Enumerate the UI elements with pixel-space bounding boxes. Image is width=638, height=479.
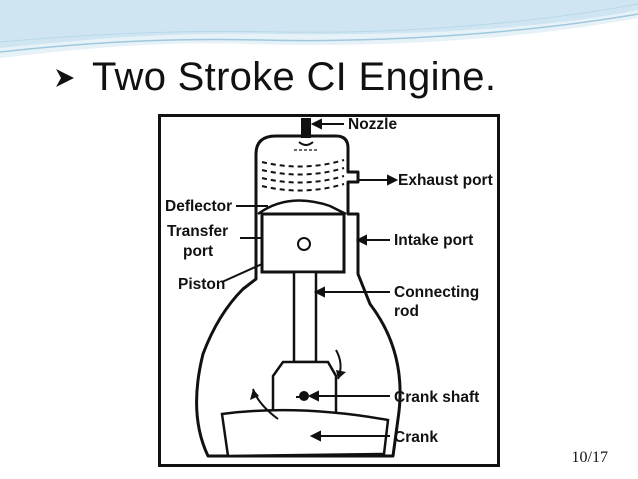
arrow-bullet-icon bbox=[56, 68, 74, 87]
label-transfer-port-line1: Transfer bbox=[167, 223, 228, 240]
piston-shape bbox=[260, 212, 346, 274]
label-crank-shaft: Crank shaft bbox=[394, 389, 479, 406]
label-connecting-rod-line2: rod bbox=[394, 303, 419, 320]
engine-outline bbox=[195, 134, 402, 458]
label-transfer-port-line2: port bbox=[183, 243, 213, 260]
fuel-spray bbox=[261, 159, 345, 192]
header-wave-decoration bbox=[0, 0, 638, 58]
label-intake-port: Intake port bbox=[394, 232, 473, 249]
connecting-rod-shape bbox=[292, 270, 318, 364]
piston-pin bbox=[297, 237, 311, 251]
label-exhaust-port: Exhaust port bbox=[398, 172, 493, 189]
page-number: 10/17 bbox=[571, 449, 608, 466]
title-row: Two Stroke CI Engine. bbox=[52, 55, 496, 100]
label-piston: Piston bbox=[178, 276, 225, 293]
label-connecting-rod-line1: Connecting bbox=[394, 284, 479, 301]
label-deflector: Deflector bbox=[165, 198, 232, 215]
deflector-shape bbox=[257, 199, 347, 216]
nozzle-shape bbox=[301, 118, 311, 138]
crank-web bbox=[220, 408, 390, 458]
engine-diagram: Nozzle Exhaust port Deflector Transfer p… bbox=[158, 114, 500, 467]
label-crank: Crank bbox=[394, 429, 438, 446]
slide-title: Two Stroke CI Engine. bbox=[92, 55, 497, 99]
label-nozzle: Nozzle bbox=[348, 116, 397, 133]
crank-throw bbox=[271, 360, 338, 416]
